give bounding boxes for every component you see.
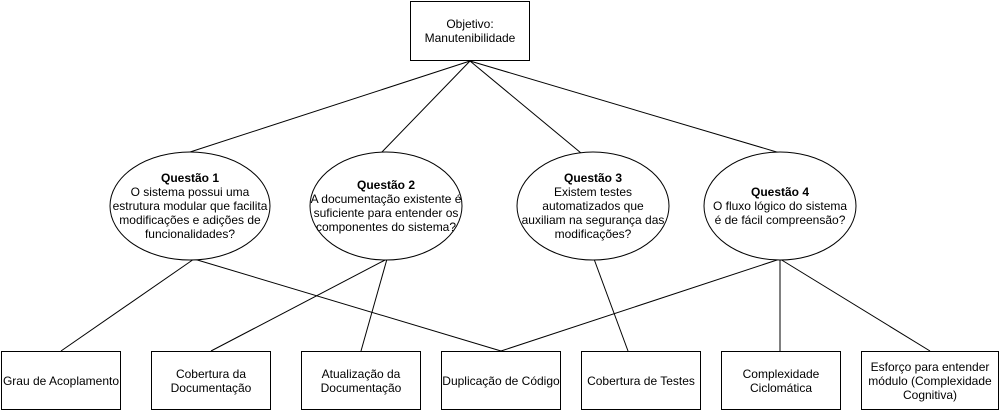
question-4-text-line: O fluxo lógico do sistema [712,199,848,213]
metric-1-label: Grau de Acoplamento [1,351,121,410]
metric-5-box [581,351,701,410]
edge-q2-to-m2 [210,258,388,352]
metric-6-text-line: Complexidade [742,366,820,381]
metric-3-text-line: Documentação [320,380,402,395]
edge-q2-to-m3 [360,258,388,352]
edge-q3-to-m5 [593,258,629,352]
edge-objective-to-q2 [380,60,471,154]
question-3-text-line: automatizados que [542,199,644,213]
metric-7-box [861,351,999,410]
edges [60,60,931,352]
question-3-text-line: Existem testes [553,185,633,199]
question-1-text-line: funcionalidades? [144,227,236,241]
metric-5-label: Cobertura de Testes [581,351,701,410]
edge-objective-to-q1 [186,60,471,154]
objective-label: Objetivo:Manutenibilidade [410,1,530,61]
question-4-ellipse [703,151,857,261]
metric-4-label: Duplicação de Código [441,351,561,410]
edge-objective-to-q4 [469,60,781,154]
edge-q1-to-m4 [193,258,502,352]
objective-box [410,1,530,61]
metric-2-text-line: Cobertura da [175,366,247,381]
objective-label-line: Objetivo: [446,17,494,31]
metric-7-text-line: módulo (Complexidade [868,373,992,388]
edge-q1-to-m1 [60,258,195,352]
metric-1-text-line: Grau de Acoplamento [2,373,120,388]
question-1-text-line: O sistema possui uma [130,185,250,199]
metric-1-box [1,351,121,410]
metric-3-text-line: Atualização da [321,366,401,381]
question-1-text-line: estrutura modular que facilita [112,199,268,213]
edge-q4-to-m4 [500,258,781,352]
question-4-title: Questão 4 [750,185,810,199]
question-3-text-line: modificações? [554,227,632,241]
metric-7-text-line: Cognitiva) [902,387,958,402]
question-2-title: Questão 2 [356,178,416,192]
metric-6-text-line: Ciclomática [749,380,812,395]
metric-4-box [441,351,561,410]
question-3-ellipse [516,151,670,261]
question-3-text-line: auxiliam na segurança das [521,213,665,227]
question-1-text-line: modificações e adições de [119,213,261,227]
edge-objective-to-q3 [469,60,582,154]
metric-4-text-line: Duplicação de Código [442,373,560,388]
question-2-text-line: A documentação existente é [310,192,462,206]
metric-5-text-line: Cobertura de Testes [587,373,695,388]
question-4-text-line: é de fácil compreensão? [714,213,846,227]
metric-2-text-line: Documentação [170,380,252,395]
question-2-ellipse [309,151,463,261]
metric-2-box [151,351,271,410]
question-2-text-line: suficiente para entender os [313,206,459,220]
objective-label-line: Manutenibilidade [424,31,516,45]
question-1-title: Questão 1 [160,171,220,185]
question-1-ellipse [109,151,271,261]
question-2-text-line: componentes do sistema? [315,220,457,234]
metric-3-box [301,351,421,410]
metric-6-box [721,351,841,410]
edge-q4-to-m7 [779,258,931,352]
question-3-title: Questão 3 [563,171,623,185]
metric-7-text-line: Esforço para entender [870,359,990,374]
